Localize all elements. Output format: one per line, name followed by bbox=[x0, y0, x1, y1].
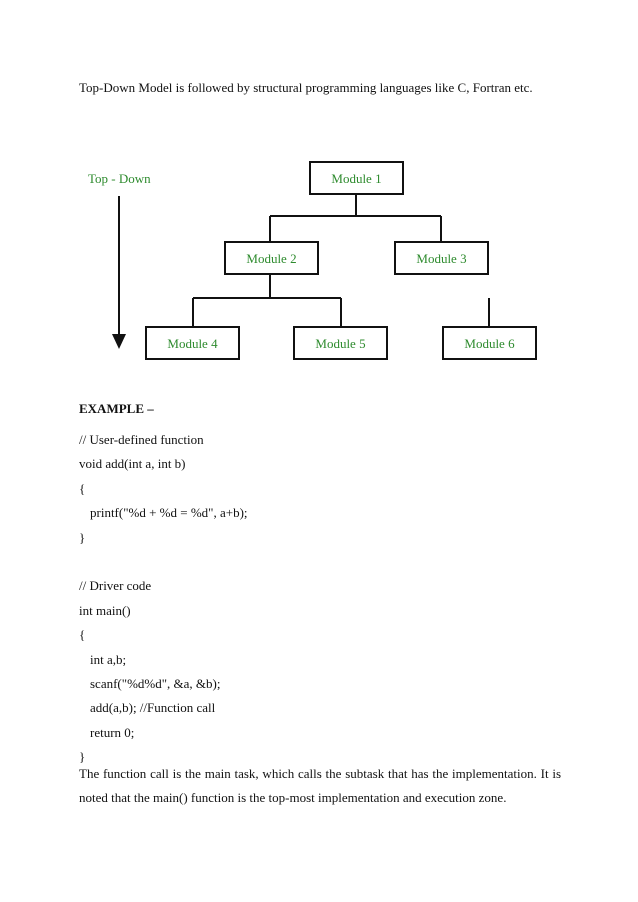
code-line: return 0; bbox=[90, 724, 135, 740]
closing-paragraph: The function call is the main task, whic… bbox=[79, 766, 561, 805]
code-line: // User-defined function bbox=[79, 432, 204, 447]
module-1-label: Module 1 bbox=[331, 171, 381, 186]
module-3-label: Module 3 bbox=[416, 251, 466, 266]
code-line: } bbox=[79, 749, 86, 765]
top-down-arrow-head bbox=[112, 334, 126, 349]
top-down-diagram: Top - Down Module 1 Module 2 Module 3 Mo… bbox=[88, 161, 537, 360]
code-block: // User-defined function void add(int a,… bbox=[79, 431, 248, 772]
code-line: { bbox=[79, 627, 86, 643]
code-line: } bbox=[79, 529, 86, 545]
module-1-box: Module 1 bbox=[309, 161, 404, 195]
top-down-label: Top - Down bbox=[88, 171, 151, 186]
code-line: { bbox=[79, 480, 86, 496]
code-line: printf("%d + %d = %d", a+b); bbox=[90, 505, 248, 521]
example-heading: EXAMPLE – bbox=[79, 401, 154, 416]
code-line: void add(int a, int b) bbox=[79, 456, 186, 472]
intro-paragraph: Top-Down Model is followed by structural… bbox=[79, 80, 533, 95]
code-line-blank bbox=[79, 553, 248, 577]
module-4-box: Module 4 bbox=[145, 326, 240, 360]
module-4-label: Module 4 bbox=[167, 336, 218, 351]
code-line: int a,b; bbox=[90, 651, 127, 667]
connector-module2-children bbox=[192, 274, 342, 327]
code-line: scanf("%d%d", &a, &b); bbox=[90, 675, 221, 691]
code-line: add(a,b); //Function call bbox=[90, 700, 216, 716]
module-6-box: Module 6 bbox=[442, 326, 537, 360]
code-line: int main() bbox=[79, 602, 131, 618]
connector-level1 bbox=[269, 194, 442, 242]
module-3-box: Module 3 bbox=[394, 241, 489, 275]
module-5-label: Module 5 bbox=[315, 336, 365, 351]
module-6-label: Module 6 bbox=[464, 336, 515, 351]
module-2-label: Module 2 bbox=[246, 251, 296, 266]
module-5-box: Module 5 bbox=[293, 326, 388, 360]
code-line: // Driver code bbox=[79, 578, 152, 594]
module-2-box: Module 2 bbox=[224, 241, 319, 275]
